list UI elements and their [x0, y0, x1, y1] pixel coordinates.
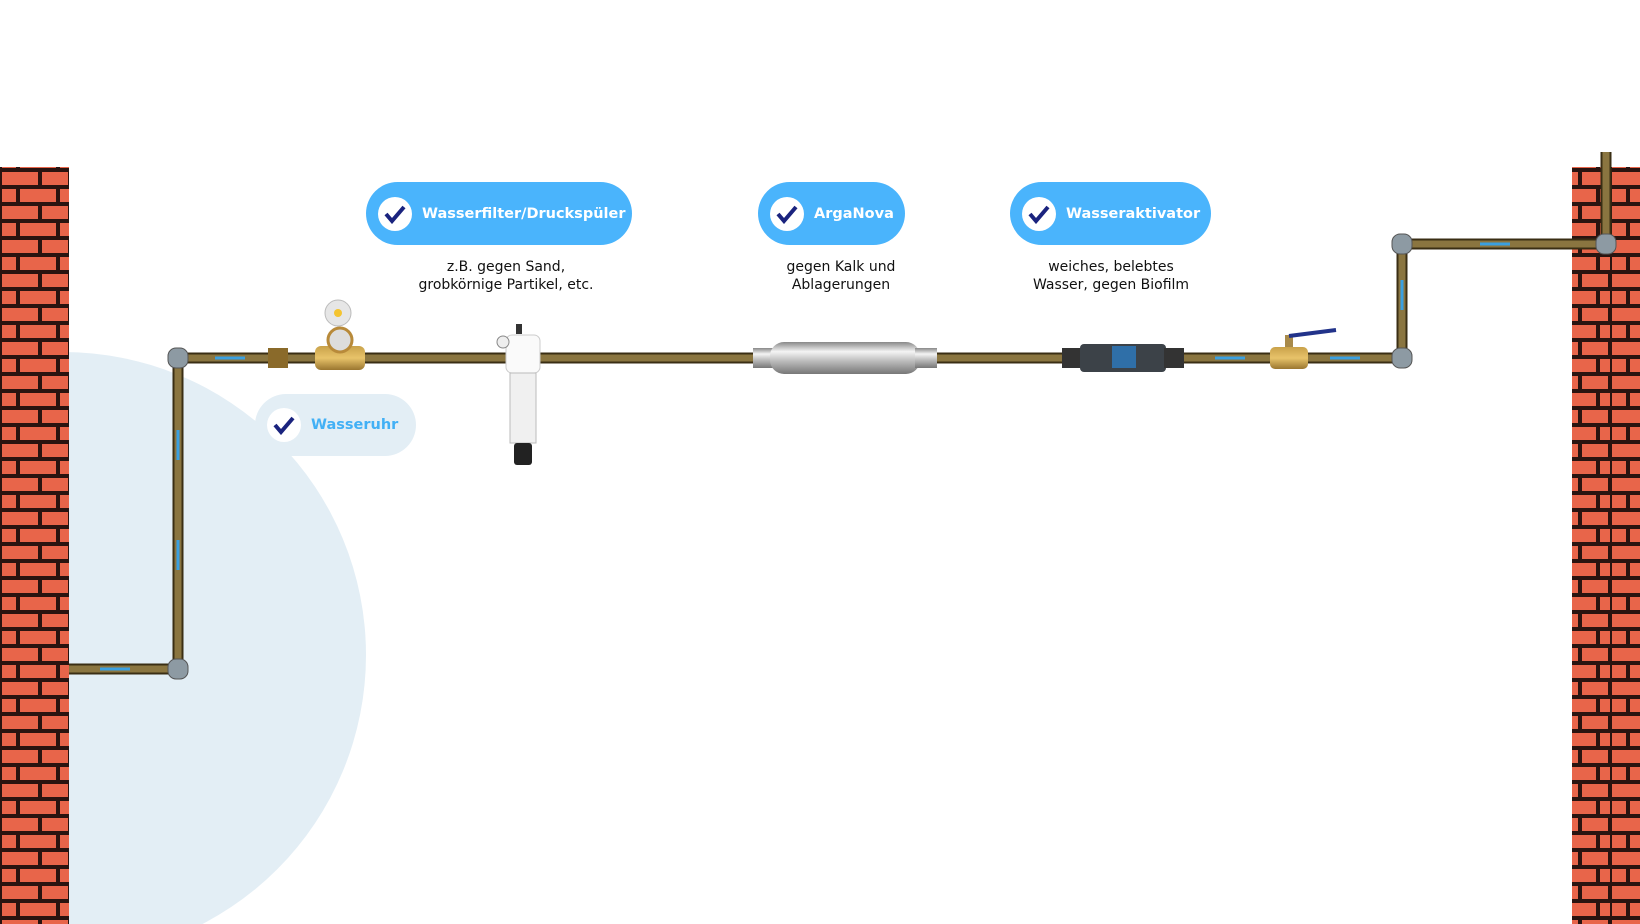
meter-label: Wasseruhr — [311, 417, 399, 433]
water-activator-device — [1062, 344, 1184, 372]
ball-valve-device — [1270, 328, 1337, 369]
check-icon — [1022, 196, 1056, 231]
component-badge-wasseraktivator: Wasseraktivator — [1010, 182, 1211, 245]
component-badge-filter: Wasserfilter/Druckspüler — [366, 182, 632, 245]
description-line: gegen Kalk und — [786, 259, 896, 275]
component-description: z.B. gegen Sand, grobkörnige Partikel, e… — [376, 258, 636, 294]
check-icon — [267, 408, 301, 442]
flow-arrows — [100, 242, 1510, 671]
component-description: gegen Kalk und Ablagerungen — [711, 258, 971, 294]
description-line: z.B. gegen Sand, — [446, 259, 566, 275]
water-meter-device — [268, 299, 365, 370]
check-icon — [770, 196, 804, 231]
left-wall — [0, 167, 69, 924]
component-label: Wasseraktivator — [1066, 205, 1201, 222]
description-line: Wasser, gegen Biofilm — [1032, 277, 1190, 293]
description-line: weiches, belebtes — [1048, 259, 1174, 275]
check-icon — [378, 196, 412, 231]
filter-device — [496, 324, 541, 465]
component-label: ArgaNova — [814, 205, 894, 222]
description-line: grobkörnige Partikel, etc. — [418, 277, 594, 293]
arganova-device — [753, 342, 937, 374]
component-description: weiches, belebtes Wasser, gegen Biofilm — [981, 258, 1241, 294]
description-line: Ablagerungen — [791, 277, 891, 293]
pipe-elbows — [167, 233, 1617, 680]
meter-badge: Wasseruhr — [255, 394, 416, 456]
component-label: Wasserfilter/Druckspüler — [422, 205, 626, 222]
right-wall — [1572, 167, 1640, 924]
component-badge-arganova: ArgaNova — [758, 182, 905, 245]
